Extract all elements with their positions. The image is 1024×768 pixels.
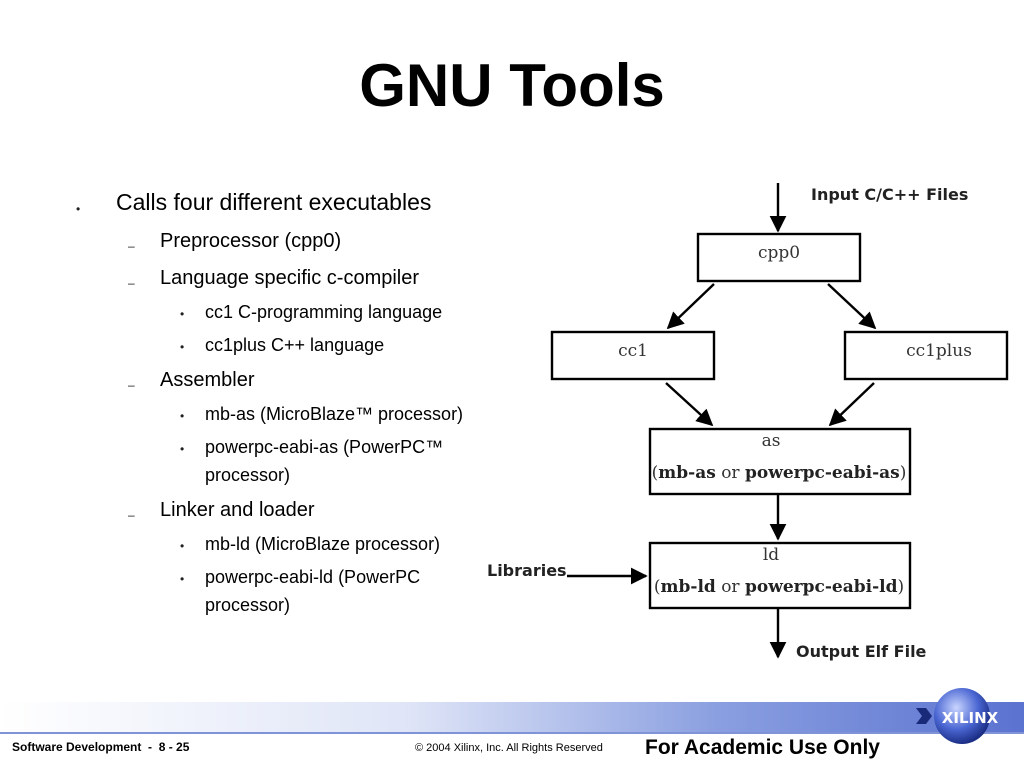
bullet-dot: • (180, 442, 185, 456)
bullet-powerpc-as: powerpc-eabi-as (PowerPC™ (205, 437, 444, 457)
globe-icon (934, 688, 990, 744)
bullet-dot: • (180, 572, 185, 586)
footer-academic-notice: For Academic Use Only (645, 736, 880, 759)
xilinx-mark-icon (916, 708, 932, 724)
as-box (648, 427, 912, 496)
footer-band (0, 702, 1024, 732)
logo-text: XILINX (942, 709, 999, 727)
bullet-list: • Calls four different executables – Pre… (0, 0, 520, 640)
page-title: GNU Tools (359, 52, 665, 119)
bullet-main: Calls four different executables (116, 189, 432, 215)
cc1plus-label: cc1plus (906, 341, 972, 361)
cpp0-to-cc1plus-arrow (827, 283, 877, 330)
ld-detail: (mb-ld or powerpc-eabi-ld) (654, 577, 904, 597)
bullet-dash: – (128, 239, 135, 253)
cc1-label: cc1 (618, 341, 648, 361)
bullet-compiler: Language specific c-compiler (160, 267, 420, 289)
bullet-powerpc-ld-cont: processor) (205, 595, 291, 615)
input-label: Input C/C++ Files (811, 185, 968, 204)
ld-box (648, 541, 912, 610)
bullet-mb-ld: mb-ld (MicroBlaze processor) (205, 534, 441, 554)
bullet-dash: – (128, 378, 135, 392)
bullet-assembler: Assembler (160, 369, 255, 391)
footer-divider (0, 732, 1024, 734)
bullet-cc1plus: cc1plus C++ language (205, 335, 385, 355)
cc1-to-as-arrow (665, 382, 714, 427)
bullet-cc1: cc1 C-programming language (205, 302, 443, 322)
cc1plus-box (843, 330, 1009, 381)
footer-copyright: © 2004 Xilinx, Inc. All Rights Reserved (415, 742, 603, 754)
xilinx-logo: XILINX (916, 688, 999, 744)
footer-slide-info: Software Development - 8 - 25 (12, 740, 190, 754)
bullet-preprocessor: Preprocessor (cpp0) (160, 230, 342, 252)
bullet-powerpc-as-cont: processor) (205, 465, 291, 485)
as-detail: (mb-as or powerpc-eabi-as) (652, 463, 907, 483)
cc1plus-to-as-arrow (828, 382, 875, 427)
output-label: Output Elf File (796, 642, 927, 661)
bullet-dot: • (180, 409, 185, 423)
bullet-dot: • (76, 202, 81, 216)
bullet-linker: Linker and loader (160, 499, 315, 521)
cpp0-to-cc1-arrow (666, 283, 715, 330)
cc1-box (550, 330, 716, 381)
bullet-mb-as: mb-as (MicroBlaze™ processor) (205, 404, 464, 424)
as-title: as (762, 431, 781, 451)
cpp0-box (696, 232, 862, 283)
bullet-powerpc-ld: powerpc-eabi-ld (PowerPC (205, 567, 421, 587)
cpp0-label: cpp0 (758, 243, 800, 263)
ld-title: ld (763, 545, 779, 565)
bullet-dash: – (128, 508, 135, 522)
bullet-dot: • (180, 340, 185, 354)
bullet-dot: • (180, 307, 185, 321)
bullet-dot: • (180, 539, 185, 553)
bullet-dash: – (128, 276, 135, 290)
